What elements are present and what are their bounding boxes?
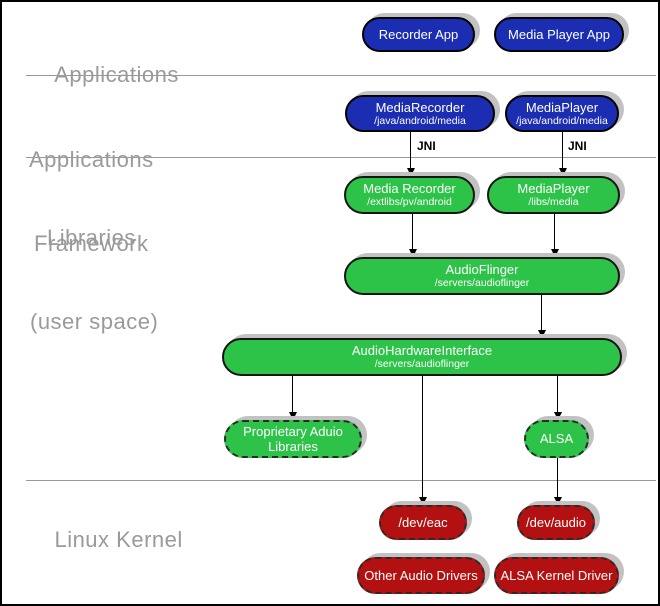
- node-media-player-app: Media Player App: [494, 17, 624, 52]
- node-media-player-app-title: Media Player App: [508, 26, 610, 42]
- libraries-label-line1: Libraries: [47, 225, 136, 250]
- node-alsa-title: ALSA: [539, 431, 574, 447]
- node-media-recorder-lib-path: /extlibs/pv/android: [367, 196, 452, 209]
- framework-label-line1: Applications: [29, 147, 154, 172]
- arrow-mediarecorder-jni: [407, 132, 415, 176]
- node-proprietary-line2: Libraries: [268, 439, 318, 454]
- node-media-recorder-lib-title: Media Recorder: [363, 181, 456, 197]
- libraries-label-line2: (user space): [30, 309, 159, 334]
- node-audioflinger-path: /servers/audioflinger: [434, 277, 530, 290]
- node-mediarecorder-framework-path: /java/android/media: [374, 114, 466, 127]
- section-label-libraries: Libraries (user space): [30, 168, 158, 392]
- node-recorder-app-title: Recorder App: [378, 26, 459, 42]
- arrow-ahi-to-dev-eac: [419, 376, 427, 505]
- node-alsa-kernel-driver: ALSA Kernel Driver: [494, 557, 619, 594]
- section-label-applications-text: Applications: [54, 62, 179, 87]
- node-mediarecorder-framework: MediaRecorder /java/android/media: [345, 95, 495, 132]
- node-dev-eac-title: /dev/eac: [398, 514, 448, 530]
- node-mediaplayer-framework: MediaPlayer /java/android/media: [505, 95, 619, 132]
- node-audiohardwareinterface: AudioHardwareInterface /servers/audiofli…: [222, 338, 622, 376]
- arrow-audioflinger-to-ahi: [538, 295, 546, 338]
- arrow-ahi-to-alsa: [554, 376, 562, 420]
- node-other-audio-drivers: Other Audio Drivers: [357, 557, 485, 594]
- arrow-alsa-to-dev-audio: [554, 458, 562, 505]
- node-proprietary-line1: Proprietary Aduio: [243, 423, 343, 439]
- framework-label-line2: Framework: [34, 231, 149, 256]
- node-audiohardwareinterface-title: AudioHardwareInterface: [351, 343, 493, 359]
- node-media-recorder-lib: Media Recorder /extlibs/pv/android: [344, 176, 475, 214]
- arrow-ahi-to-proprietary: [289, 376, 297, 420]
- linux-kernel-label-text: Linux Kernel: [54, 527, 183, 552]
- node-recorder-app: Recorder App: [362, 17, 475, 52]
- separator-framework-libraries: [26, 157, 656, 158]
- node-alsa: ALSA: [524, 420, 589, 458]
- node-audioflinger-title: AudioFlinger: [445, 262, 519, 278]
- arrow-mediaplayer-to-audioflinger: [551, 214, 559, 257]
- node-dev-audio: /dev/audio: [517, 505, 595, 540]
- section-label-applications: Applications: [29, 33, 179, 117]
- node-alsa-kernel-driver-title: ALSA Kernel Driver: [500, 567, 613, 583]
- arrow-mediarecorder-to-audioflinger: [409, 214, 417, 257]
- node-proprietary-audio-libraries: Proprietary Aduio Libraries: [224, 420, 362, 458]
- separator-libraries-kernel: [26, 480, 656, 481]
- node-dev-audio-title: /dev/audio: [526, 514, 586, 530]
- arrow-mediaplayer-jni: [559, 132, 567, 176]
- node-mediarecorder-framework-title: MediaRecorder: [375, 99, 465, 115]
- node-mediaplayer-framework-title: MediaPlayer: [525, 99, 599, 115]
- section-label-applications-framework: Applications Framework: [29, 90, 154, 314]
- node-other-audio-drivers-title: Other Audio Drivers: [364, 567, 478, 583]
- node-dev-eac: /dev/eac: [379, 505, 467, 540]
- separator-applications-framework: [26, 75, 656, 76]
- jni-label-right: JNI: [568, 139, 587, 153]
- node-audioflinger: AudioFlinger /servers/audioflinger: [344, 257, 620, 295]
- section-label-linux-kernel: Linux Kernel: [28, 498, 183, 582]
- node-mediaplayer-lib-path: /libs/media: [528, 196, 579, 209]
- node-mediaplayer-framework-path: /java/android/media: [516, 114, 608, 127]
- node-audiohardwareinterface-path: /servers/audioflinger: [374, 358, 470, 371]
- node-mediaplayer-lib: MediaPlayer /libs/media: [487, 176, 620, 214]
- jni-label-left: JNI: [417, 139, 436, 153]
- node-mediaplayer-lib-title: MediaPlayer: [517, 181, 590, 197]
